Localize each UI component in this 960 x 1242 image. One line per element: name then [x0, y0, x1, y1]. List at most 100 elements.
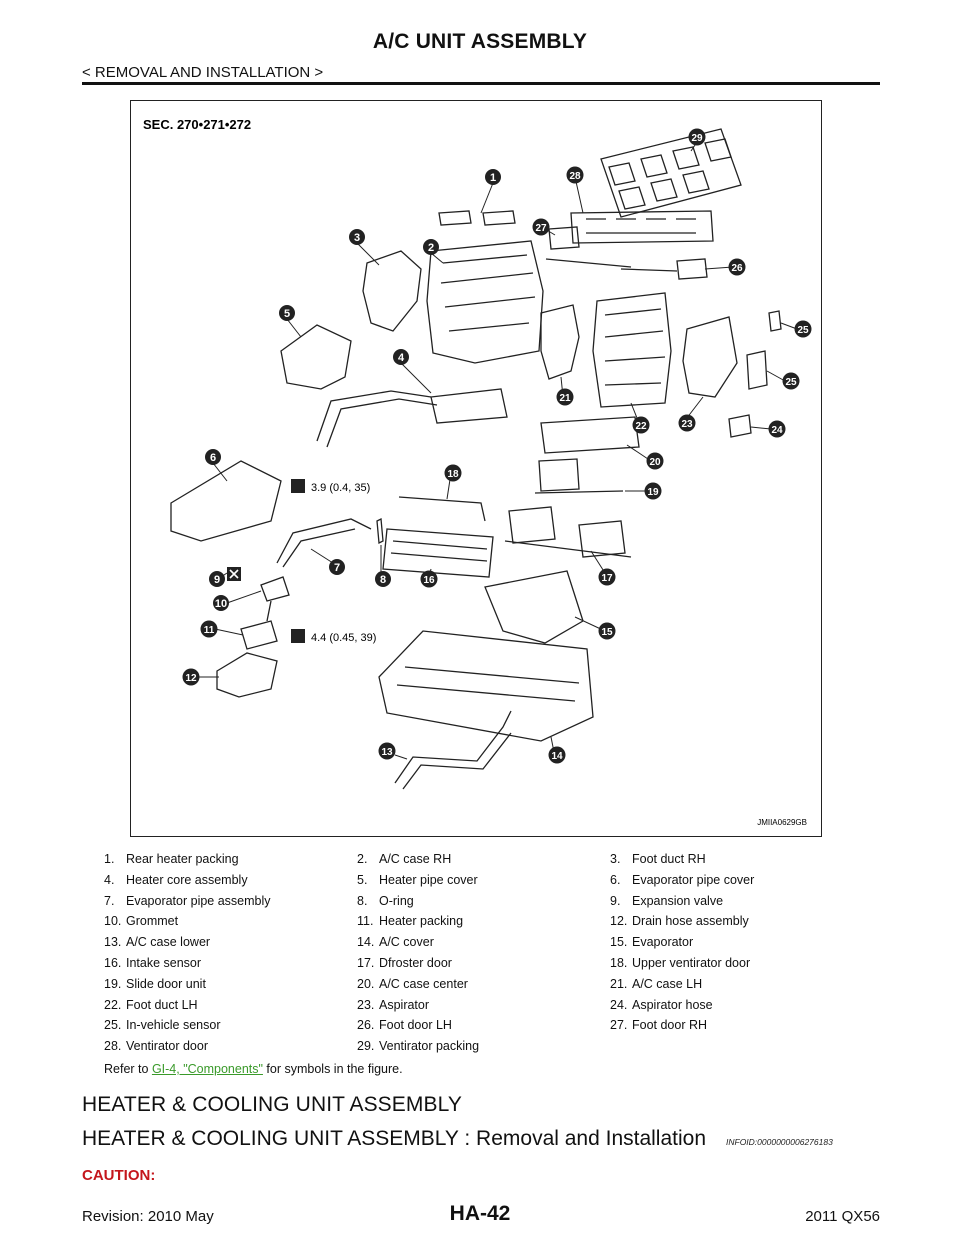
svg-text:16: 16: [423, 575, 435, 586]
legend-item-label: A/C case RH: [379, 852, 452, 866]
legend-item-number: 8.: [357, 893, 368, 908]
footer-revision: Revision: 2010 May: [82, 1208, 214, 1225]
part-ac-case-rh: [426, 240, 544, 364]
part-foot-door-lh: [676, 258, 708, 280]
section-label: SEC. 270•271•272: [143, 117, 251, 132]
legend-item-label: Ventirator packing: [379, 1039, 480, 1054]
part-rear-heater-packing: [438, 210, 516, 226]
legend-item: 13.A/C case lower: [104, 935, 210, 949]
callout: 18: [444, 464, 462, 482]
legend-item: 16. Intake sensor: [104, 956, 201, 970]
legend-item-number: 7.: [104, 893, 115, 908]
legend-item-number: 21.: [610, 976, 628, 991]
legend-row: 16. Intake sensor 17. Dfroster door 18. Upper…: [104, 956, 864, 977]
callout: 7: [329, 559, 345, 575]
part-evaporator-pipe-cover: [170, 460, 282, 542]
exploded-diagram: SEC. 270•271•272: [143, 117, 812, 827]
legend-item-number: 16.: [104, 955, 122, 970]
svg-text:11: 11: [204, 625, 215, 636]
legend-item: 2.A/C case RH: [357, 852, 451, 866]
info-id: INFOID:0000000006276183: [726, 1137, 833, 1147]
svg-text:19: 19: [647, 487, 659, 498]
callout: 26: [728, 258, 746, 276]
part-heater-pipe-cover: [280, 324, 352, 390]
part-ac-case-lower: [378, 630, 594, 742]
gi-4-components-link[interactable]: GI-4, "Components": [151, 1061, 263, 1076]
callout: 21: [556, 388, 574, 406]
legend-item: 28. Ventirator door: [104, 1039, 208, 1053]
svg-text:21: 21: [559, 393, 571, 404]
legend-item-label: Grommet: [126, 914, 179, 929]
svg-text:26: 26: [731, 263, 743, 274]
legend-item-label: Dfroster door: [379, 955, 452, 970]
legend-item-number: 12.: [610, 914, 628, 929]
legend-item-label: Heater packing: [379, 914, 464, 929]
svg-text:9: 9: [214, 574, 220, 586]
callout: 12: [182, 668, 200, 686]
exploded-view-figure: SEC. 270•271•272: [130, 100, 822, 837]
legend-item-number: 5.: [357, 872, 368, 887]
callout: 22: [632, 416, 650, 434]
section-subheading: HEATER & COOLING UNIT ASSEMBLY : Removal…: [82, 1127, 707, 1150]
part-slide-door-unit: [540, 416, 640, 454]
callout: 10: [213, 595, 229, 611]
svg-text:25: 25: [797, 325, 809, 336]
legend-item-label: Expansion valve: [632, 893, 724, 908]
legend-item-number: 9.: [610, 893, 621, 908]
legend-item-label: In-vehicle sensor: [126, 1018, 221, 1033]
svg-text:20: 20: [649, 457, 661, 468]
svg-text:23: 23: [681, 419, 693, 430]
callout: 19: [644, 482, 662, 500]
svg-text:8: 8: [380, 574, 386, 586]
legend-item: 24.Aspirator hose: [610, 998, 713, 1012]
legend-item-label: A/C case lower: [126, 935, 211, 950]
svg-text:17: 17: [601, 573, 613, 584]
callout: 5: [279, 305, 295, 321]
svg-text:18: 18: [447, 469, 459, 480]
part-aspirator: [728, 414, 752, 438]
callout: 28: [566, 166, 584, 184]
legend-item-label: Ventirator door: [126, 1039, 208, 1054]
footer-model: 2011 QX56: [805, 1208, 880, 1225]
legend-item-number: 28.: [104, 1039, 122, 1054]
legend-item-number: 24.: [610, 997, 628, 1012]
page-title: A/C UNIT ASSEMBLY: [372, 30, 588, 53]
callouts: 1 2 3 4 5 6 7 8 9 10 11 12 13 14 15 16 1…: [182, 128, 812, 764]
legend-item: 14.A/C cover: [357, 935, 434, 949]
legend-item-label: A/C cover: [379, 935, 434, 950]
part-evaporator: [382, 528, 494, 578]
legend-item: 6.Evaporator pipe cover: [610, 873, 754, 887]
svg-text:1: 1: [490, 172, 496, 184]
legend-item: 3.Foot duct RH: [610, 852, 706, 866]
section-heading: HEATER & COOLING UNIT ASSEMBLY: [82, 1093, 462, 1116]
do-not-reuse-icon: [227, 567, 241, 581]
legend-item: 26.Foot door LH: [357, 1018, 452, 1032]
legend-item: 9. Expansion valve: [610, 894, 723, 908]
torque-icon: [291, 629, 305, 643]
svg-text:29: 29: [691, 133, 703, 144]
legend-item-number: 17.: [357, 955, 375, 970]
legend-item-label: Upper ventirator door: [632, 955, 751, 970]
torque-value-1: 3.9 (0.4, 35): [311, 482, 370, 494]
svg-text:15: 15: [601, 627, 613, 638]
svg-text:25: 25: [785, 377, 797, 388]
svg-text:3: 3: [354, 232, 360, 244]
legend-item-number: 18.: [610, 955, 628, 970]
legend-item: 1.Rear heater packing: [104, 852, 239, 866]
svg-text:27: 27: [535, 223, 547, 234]
legend-item-label: Evaporator pipe assembly: [126, 893, 271, 908]
legend-item-number: 20.: [357, 976, 375, 991]
part-ventirator-door: [570, 210, 714, 244]
legend-row: 1.Rear heater packing 2.A/C case RH 3.Foot…: [104, 852, 864, 873]
svg-text:13: 13: [381, 747, 393, 758]
part-foot-door-rh: [548, 226, 580, 250]
callout: 25: [782, 372, 800, 390]
legend-item-number: 11.: [357, 914, 374, 929]
legend-item-label: Intake sensor: [126, 955, 202, 970]
callout: 25: [794, 320, 812, 338]
legend-item: 15.Evaporator: [610, 935, 693, 949]
part-intake-sensor: [398, 496, 486, 522]
